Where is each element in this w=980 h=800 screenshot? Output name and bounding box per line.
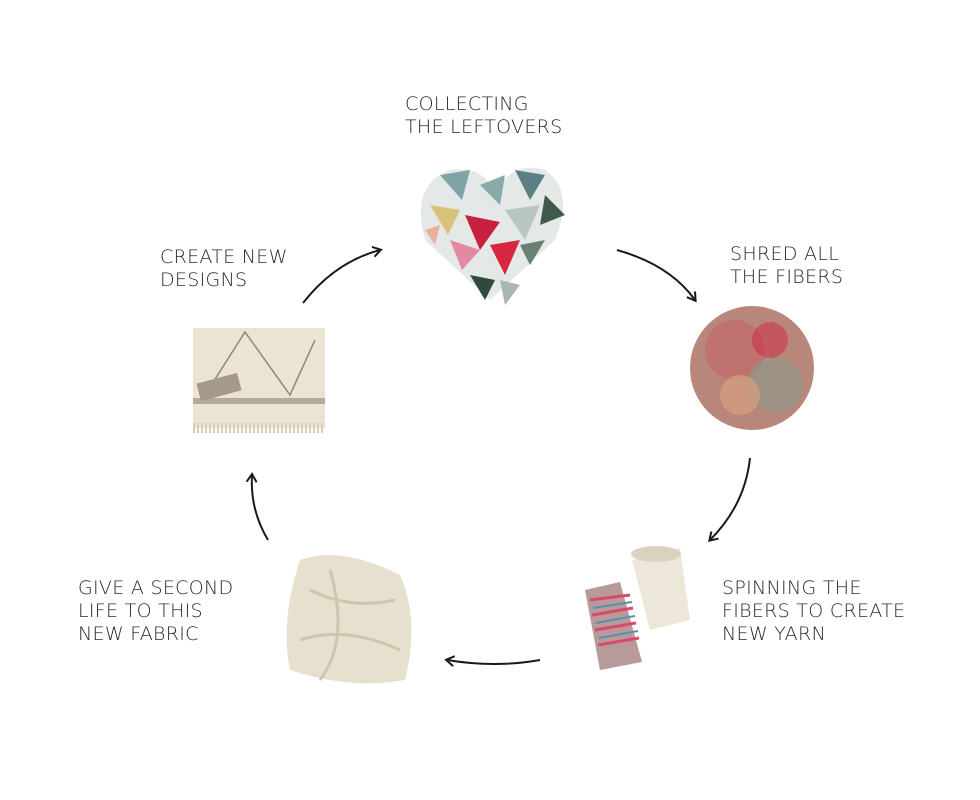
label-line: CREATE NEW: [160, 246, 288, 268]
step-spinning-label: SPINNING THE FIBERS TO CREATE NEW YARN: [722, 577, 905, 646]
arrow-to-fabric: [444, 655, 541, 667]
fabric-image: [286, 555, 412, 684]
label-line: SHRED ALL: [730, 243, 840, 265]
leftovers-image: [420, 167, 565, 305]
label-line: SPINNING THE: [722, 577, 862, 599]
arrow-to-collect: [302, 246, 383, 304]
arrow-to-spin: [707, 457, 751, 543]
step-collecting-label: COLLECTING THE LEFTOVERS: [405, 93, 563, 139]
rug-image: [193, 328, 325, 433]
label-line: THE LEFTOVERS: [405, 116, 563, 138]
label-line: NEW FABRIC: [78, 623, 199, 645]
label-line: COLLECTING: [405, 93, 529, 115]
arrow-to-shred: [616, 249, 697, 303]
label-line: THE FIBERS: [730, 266, 844, 288]
label-line: FIBERS TO CREATE: [722, 600, 906, 622]
step-design-label: CREATE NEW DESIGNS: [160, 246, 288, 292]
yarn-cones-image: [585, 546, 690, 670]
step-shred-label: SHRED ALL THE FIBERS: [730, 243, 843, 289]
label-line: GIVE A SECOND: [78, 577, 234, 599]
step-fabric-label: GIVE A SECOND LIFE TO THIS NEW FABRIC: [78, 577, 233, 646]
label-line: NEW YARN: [722, 623, 826, 645]
label-line: LIFE TO THIS: [78, 600, 203, 622]
shredded-fibers-image: [690, 306, 814, 430]
arrow-to-design: [245, 472, 269, 541]
label-line: DESIGNS: [160, 269, 248, 291]
